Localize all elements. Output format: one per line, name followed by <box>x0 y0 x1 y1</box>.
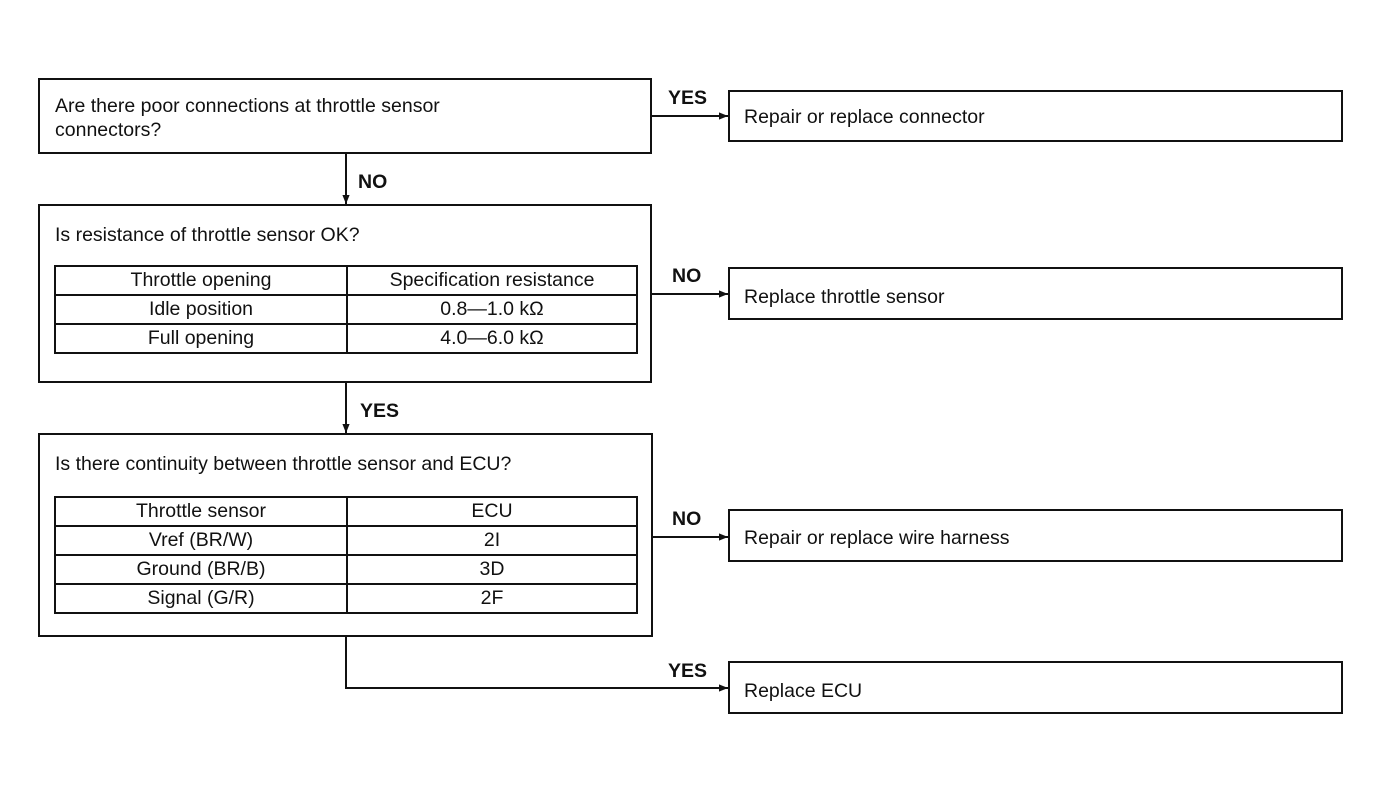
table-cell: 2I <box>346 525 638 556</box>
table-header-cell: Throttle sensor <box>54 496 348 527</box>
table-row: Full opening 4.0—6.0 kΩ <box>54 323 638 354</box>
continuity-table: Throttle sensor ECU Vref (BR/W) 2I Groun… <box>54 496 638 614</box>
table-header-row: Throttle sensor ECU <box>54 496 638 527</box>
table-cell: Signal (G/R) <box>54 583 348 614</box>
result-text: Replace throttle sensor <box>744 286 945 308</box>
table-cell: 0.8—1.0 kΩ <box>346 294 638 325</box>
table-cell: 2F <box>346 583 638 614</box>
table-row: Vref (BR/W) 2I <box>54 525 638 556</box>
result-box-repair-harness: Repair or replace wire harness <box>728 509 1343 562</box>
result-text: Repair or replace connector <box>744 106 985 128</box>
question-box-continuity: Is there continuity between throttle sen… <box>38 433 653 637</box>
question-text: Is there continuity between throttle sen… <box>55 453 512 475</box>
table-header-cell: Throttle opening <box>54 265 348 296</box>
branch-label-no: NO <box>672 508 702 530</box>
table-cell: Idle position <box>54 294 348 325</box>
result-box-replace-sensor: Replace throttle sensor <box>728 267 1343 320</box>
table-cell: Full opening <box>54 323 348 354</box>
table-row: Idle position 0.8—1.0 kΩ <box>54 294 638 325</box>
table-cell: 4.0—6.0 kΩ <box>346 323 638 354</box>
table-header-cell: Specification resistance <box>346 265 638 296</box>
question-text: Are there poor connections at throttle s… <box>55 95 440 141</box>
arrow-q3-to-result4 <box>345 637 728 692</box>
result-box-replace-ecu: Replace ECU <box>728 661 1343 714</box>
table-cell: 3D <box>346 554 638 585</box>
branch-label-yes: YES <box>360 400 400 422</box>
table-cell: Ground (BR/B) <box>54 554 348 585</box>
branch-label-yes: YES <box>668 660 708 682</box>
question-box-resistance: Is resistance of throttle sensor OK? Thr… <box>38 204 652 383</box>
table-header-row: Throttle opening Specification resistanc… <box>54 265 638 296</box>
branch-label-no: NO <box>672 265 702 287</box>
result-box-repair-connector: Repair or replace connector <box>728 90 1343 142</box>
branch-label-no: NO <box>358 171 388 193</box>
result-text: Repair or replace wire harness <box>744 527 1010 549</box>
result-text: Replace ECU <box>744 680 863 702</box>
table-header-cell: ECU <box>346 496 638 527</box>
table-cell: Vref (BR/W) <box>54 525 348 556</box>
question-box-connections: Are there poor connections at throttle s… <box>38 78 652 154</box>
table-row: Signal (G/R) 2F <box>54 583 638 614</box>
resistance-spec-table: Throttle opening Specification resistanc… <box>54 265 638 354</box>
branch-label-yes: YES <box>668 87 708 109</box>
question-text: Is resistance of throttle sensor OK? <box>55 224 360 246</box>
table-row: Ground (BR/B) 3D <box>54 554 638 585</box>
